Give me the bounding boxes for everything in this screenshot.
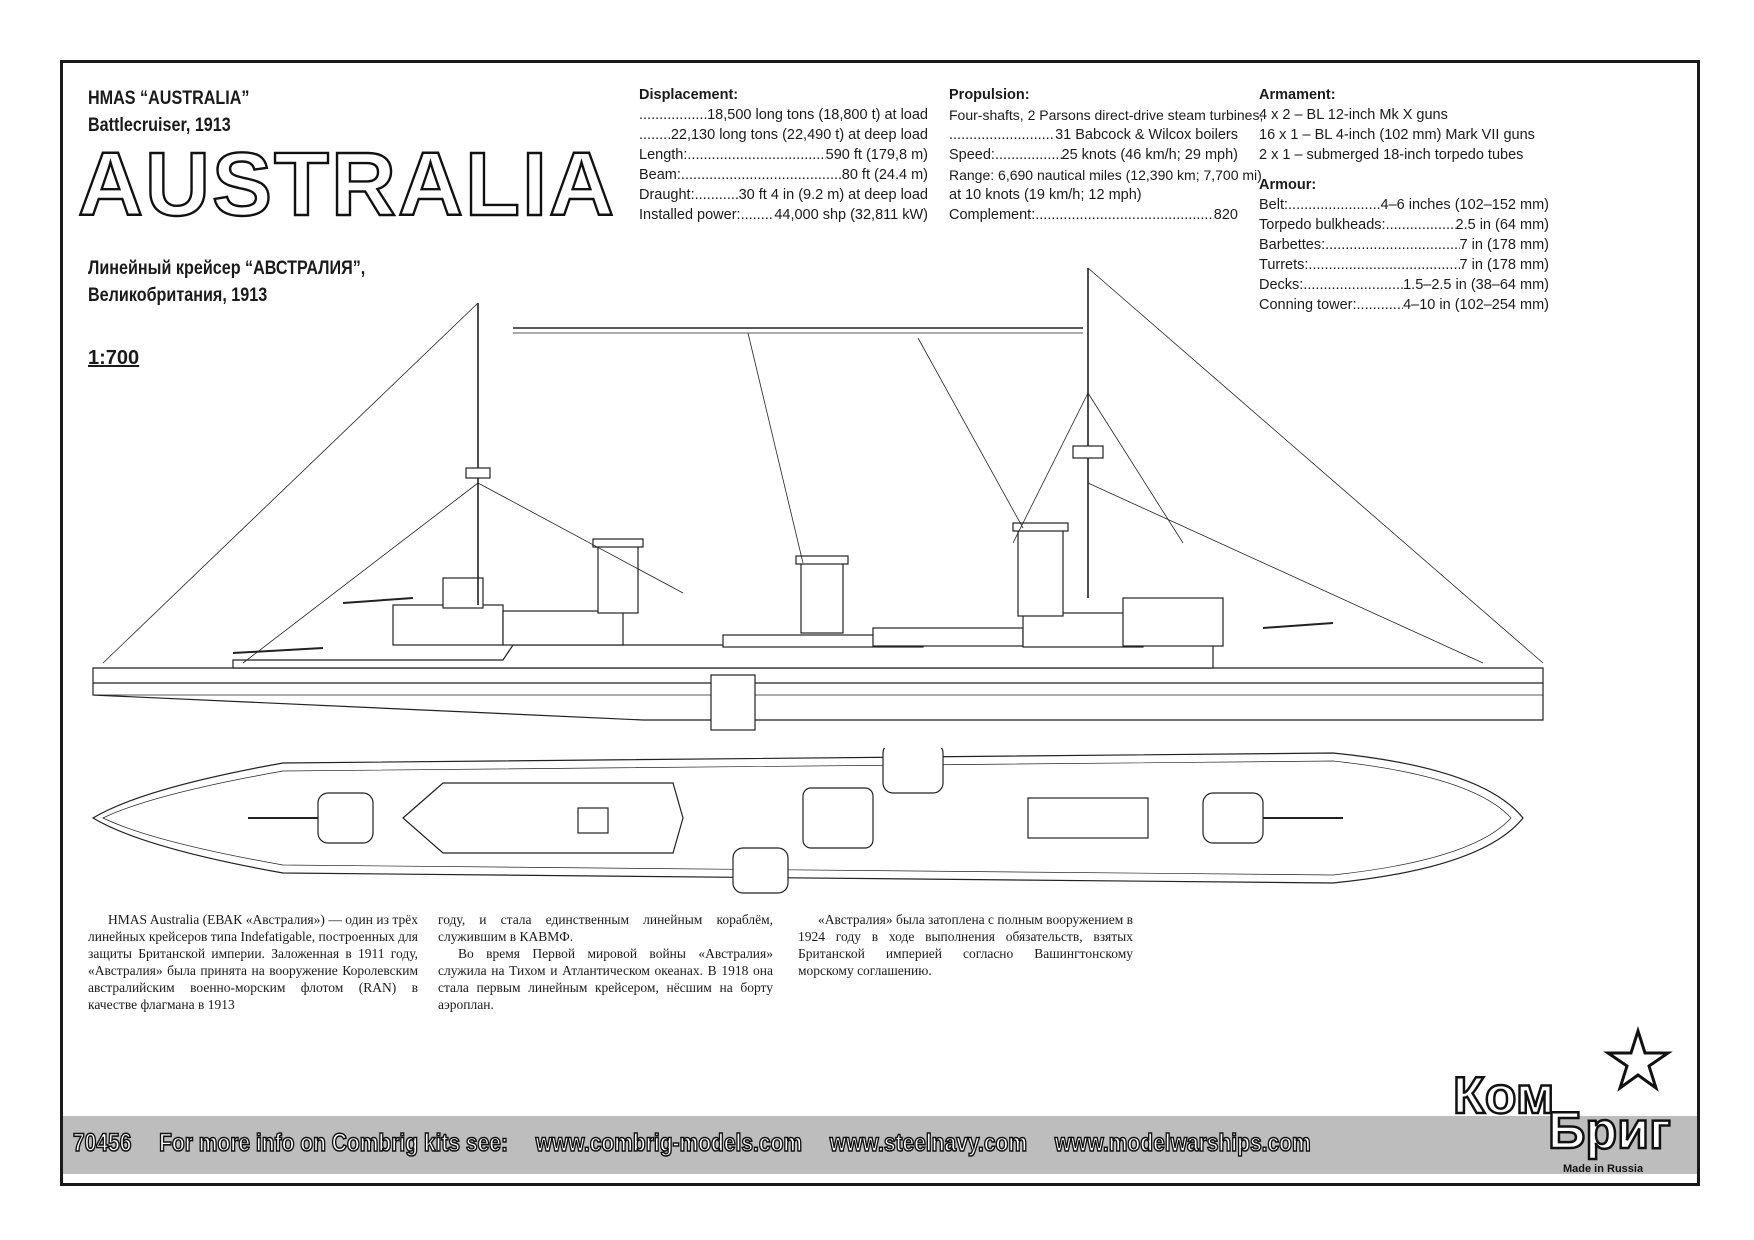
spec-row: Draught:30 ft 4 in (9.2 m) at deep load (639, 185, 928, 205)
footer-info: For more info on Combrig kits see: (158, 1128, 508, 1158)
ship-name-outline: AUSTRALIA (77, 134, 616, 236)
displacement-heading: Displacement: (639, 87, 739, 103)
description-paragraph: Во время Первой мировой войны «Австралия… (438, 946, 773, 1012)
ship-side-profile (92, 267, 1544, 731)
spec-row: 31 Babcock & Wilcox boilers (949, 125, 1238, 145)
made-in-russia: Made in Russia (1563, 1163, 1644, 1175)
propulsion-range1: Range: 6,690 nautical miles (12,390 km; … (949, 167, 1262, 183)
link-steelnavy[interactable]: www.steelnavy.com (829, 1128, 1028, 1158)
armament-line: 16 x 1 – BL 4-inch (102 mm) Mark VII gun… (1259, 127, 1535, 143)
spec-row: Decks:1.5–2.5 in (38–64 mm) (1259, 275, 1549, 295)
title-ru-line2: Великобритания, 1913 (88, 285, 268, 306)
title-russian: Линейный крейсер “АВСТРАЛИЯ”, Великобрит… (88, 255, 365, 309)
description-col3: «Австралия» была затоплена с полным воор… (798, 911, 1133, 979)
armour-heading: Armour: (1259, 177, 1317, 193)
propulsion-range2: at 10 knots (19 km/h; 12 mph) (949, 187, 1142, 203)
description-col1: HMAS Australia (ЕВАК «Австралия») — один… (88, 911, 418, 1013)
kit-code: 70456 (72, 1128, 132, 1158)
link-modelwarships[interactable]: www.modelwarships.com (1054, 1128, 1311, 1158)
spec-row: Beam:80 ft (24.4 m) (639, 165, 928, 185)
ship-deck-plan (91, 748, 1524, 894)
link-combrig[interactable]: www.combrig-models.com (535, 1128, 803, 1158)
spec-row: Speed:25 knots (46 km/h; 29 mph) (949, 145, 1238, 165)
spec-row: 18,500 long tons (18,800 t) at load (639, 105, 928, 125)
title-en-line1: HMAS “AUSTRALIA” (88, 88, 250, 109)
spec-row: 22,130 long tons (22,490 t) at deep load (639, 125, 928, 145)
description-paragraph: году, и стала единственным линейным кора… (438, 912, 773, 944)
armament-heading: Armament: (1259, 87, 1336, 103)
spec-row: Barbettes:7 in (178 mm) (1259, 235, 1549, 255)
spec-propulsion: Propulsion: Four-shafts, 2 Parsons direc… (949, 85, 1264, 225)
spec-row: Conning tower:4–10 in (102–254 mm) (1259, 295, 1549, 315)
description-paragraph: «Австралия» была затоплена с полным воор… (798, 912, 1133, 978)
red-star-icon (1603, 1026, 1673, 1092)
footer-links: 70456 For more info on Combrig kits see:… (72, 1128, 1332, 1158)
spec-displacement: Displacement: 18,500 long tons (18,800 t… (639, 85, 928, 225)
title-english: HMAS “AUSTRALIA” Battlecruiser, 1913 (88, 85, 250, 139)
spec-row: Turrets:7 in (178 mm) (1259, 255, 1549, 275)
propulsion-heading: Propulsion: (949, 87, 1030, 103)
logo-text-kom: Ком (1453, 1067, 1554, 1125)
blueprint-sheet: HMAS “AUSTRALIA” Battlecruiser, 1913 AUS… (60, 60, 1700, 1186)
spec-row: Torpedo bulkheads:2.5 in (64 mm) (1259, 215, 1549, 235)
spec-row: Belt:4–6 inches (102–152 mm) (1259, 195, 1549, 215)
title-en-line2: Battlecruiser, 1913 (88, 115, 231, 136)
armament-line: 2 x 1 – submerged 18-inch torpedo tubes (1259, 147, 1524, 163)
scale-label: 1:700 (88, 347, 140, 369)
spec-armour: Armour: Belt:4–6 inches (102–152 mm) Tor… (1259, 175, 1549, 315)
title-ru-line1: Линейный крейсер “АВСТРАЛИЯ”, (88, 258, 366, 279)
spec-armament: Armament: 4 x 2 – BL 12-inch Mk X guns 1… (1259, 85, 1549, 165)
propulsion-line1: Four-shafts, 2 Parsons direct-drive stea… (949, 107, 1264, 123)
spec-row: Installed power:44,000 shp (32,811 kW) (639, 205, 928, 225)
combrig-logo: Ком Бриг (1453, 1026, 1673, 1161)
description-paragraph: HMAS Australia (ЕВАК «Австралия») — один… (88, 912, 418, 1012)
footer-band (63, 1116, 1697, 1174)
armament-line: 4 x 2 – BL 12-inch Mk X guns (1259, 107, 1448, 123)
spec-row: Complement:820 (949, 205, 1238, 225)
logo-text-brig: Бриг (1548, 1102, 1671, 1160)
description-col2: году, и стала единственным линейным кора… (438, 911, 773, 1013)
spec-row: Length:590 ft (179,8 m) (639, 145, 928, 165)
